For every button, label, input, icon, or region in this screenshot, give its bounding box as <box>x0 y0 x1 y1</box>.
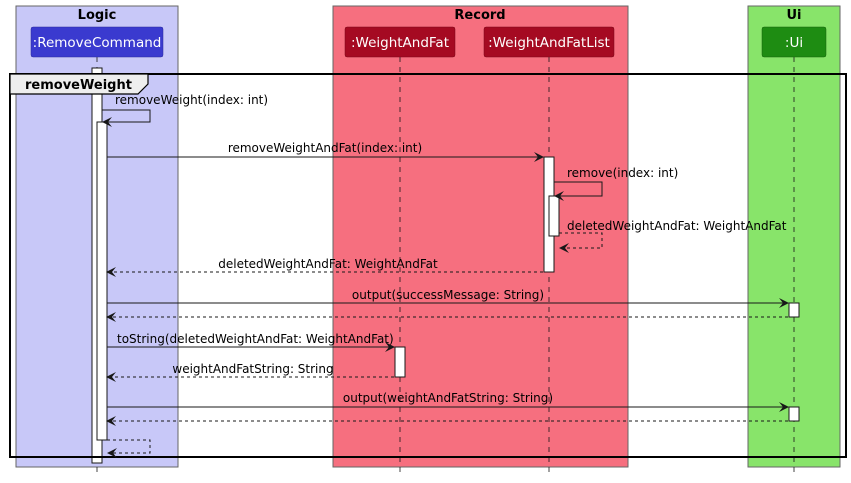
participant-weight-and-fat-list-box[interactable] <box>483 26 615 58</box>
participant-ui[interactable]: :Ui <box>761 26 827 58</box>
message-m1: removeWeight(index: int) <box>102 93 268 127</box>
message-m4: deletedWeightAndFat: WeightAndFat <box>559 219 787 253</box>
activation-remove-command-inner <box>96 121 108 441</box>
participant-remove-command-box[interactable] <box>30 26 164 58</box>
participant-weight-and-fat-list-label: :WeightAndFatList <box>488 35 610 51</box>
message-arrow-m12 <box>107 439 151 458</box>
message-label-m2: removeWeightAndFat(index: int) <box>228 141 422 155</box>
participant-remove-command[interactable]: :RemoveCommand <box>30 26 164 58</box>
messages: removeWeight(index: int) removeWeightAndF… <box>102 93 789 458</box>
frame-label-tab <box>9 73 149 95</box>
participant-weight-and-fat-box[interactable] <box>344 26 456 58</box>
participant-weight-and-fat-list[interactable]: :WeightAndFatList <box>483 26 615 58</box>
message-m5: deletedWeightAndFat: WeightAndFat <box>106 257 543 277</box>
activation-ui-second <box>788 406 800 422</box>
activation-ui-first <box>788 302 800 318</box>
participant-ui-label: :Ui <box>785 35 803 51</box>
message-m6: output(successMessage: String) <box>107 288 789 308</box>
activation-weight-and-fat-list-inner <box>548 195 560 237</box>
participant-weight-and-fat-label: :WeightAndFat <box>351 35 449 51</box>
message-label-m8: toString(deletedWeightAndFat: WeightAndF… <box>117 332 394 346</box>
participant-remove-command-label: :RemoveCommand <box>33 35 162 51</box>
group-ui-title: Ui <box>786 8 801 23</box>
message-m12 <box>107 439 151 458</box>
activations <box>91 67 800 464</box>
message-arrow-m4 <box>559 232 603 253</box>
message-label-m1: removeWeight(index: int) <box>115 93 268 107</box>
group-record-background <box>332 5 629 468</box>
activation-weight-and-fat <box>394 346 406 378</box>
frame-label: removeWeight <box>25 78 132 93</box>
group-record-title: Record <box>454 8 505 23</box>
message-m8: toString(deletedWeightAndFat: WeightAndF… <box>107 332 395 352</box>
message-label-m5: deletedWeightAndFat: WeightAndFat <box>218 257 438 271</box>
message-m3: remove(index: int) <box>554 166 678 201</box>
participant-ui-box[interactable] <box>761 26 827 58</box>
message-arrow-m1 <box>102 109 151 127</box>
frame-border <box>9 73 847 458</box>
message-label-m4: deletedWeightAndFat: WeightAndFat <box>567 219 787 233</box>
message-m10: output(weightAndFatString: String) <box>107 391 789 412</box>
message-m9: weightAndFatString: String <box>106 362 394 382</box>
message-label-m6: output(successMessage: String) <box>352 288 544 302</box>
message-label-m3: remove(index: int) <box>567 166 678 180</box>
group-logic-title: Logic <box>78 8 117 23</box>
message-arrow-m3 <box>554 181 603 201</box>
frame-remove-weight: removeWeight <box>9 73 847 458</box>
participant-weight-and-fat[interactable]: :WeightAndFat <box>344 26 456 58</box>
message-label-m10: output(weightAndFatString: String) <box>343 391 553 405</box>
message-label-m9: weightAndFatString: String <box>172 362 333 376</box>
group-record: Record <box>332 5 629 468</box>
message-m2: removeWeightAndFat(index: int) <box>107 141 544 162</box>
